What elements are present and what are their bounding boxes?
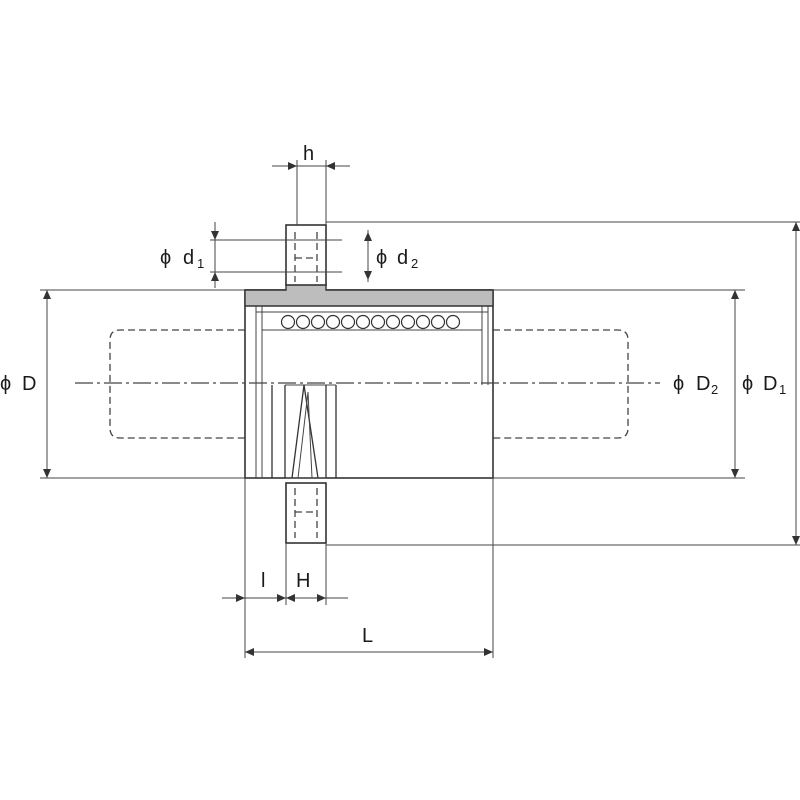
dim-D2: ϕ D 2 bbox=[673, 290, 739, 478]
dim-D: ϕ D bbox=[0, 290, 51, 478]
label-d1-sub: 1 bbox=[197, 256, 204, 271]
dim-h: h bbox=[272, 143, 350, 170]
label-d2-sub: 2 bbox=[411, 256, 418, 271]
label-D: D bbox=[22, 373, 36, 395]
label-l: l bbox=[261, 570, 265, 592]
bearing-body bbox=[244, 283, 494, 479]
extension-lines bbox=[40, 160, 800, 658]
dim-l-H: l H bbox=[222, 570, 348, 602]
label-H: H bbox=[296, 570, 310, 592]
label-D2-sub: 2 bbox=[711, 382, 718, 397]
label-d1-phi: ϕ bbox=[160, 247, 171, 269]
label-h: h bbox=[303, 143, 314, 165]
top-boss bbox=[285, 224, 327, 286]
label-D1-phi: ϕ bbox=[742, 373, 753, 395]
label-d2: d bbox=[397, 247, 408, 269]
label-L: L bbox=[362, 625, 373, 647]
ball-row bbox=[280, 314, 461, 330]
dim-L: L bbox=[245, 625, 493, 656]
bottom-boss bbox=[285, 477, 327, 544]
label-d2-phi: ϕ bbox=[376, 247, 387, 269]
label-D1-sub: 1 bbox=[779, 382, 786, 397]
dim-d2: ϕ d 2 bbox=[364, 230, 418, 282]
label-D2: D bbox=[696, 373, 710, 395]
dim-d1: ϕ d 1 bbox=[160, 222, 219, 288]
label-D1: D bbox=[763, 373, 777, 395]
label-D2-phi: ϕ bbox=[673, 373, 684, 395]
dim-D1: ϕ D 1 bbox=[742, 222, 800, 545]
label-D-phi: ϕ bbox=[0, 373, 11, 395]
label-d1: d bbox=[183, 247, 194, 269]
